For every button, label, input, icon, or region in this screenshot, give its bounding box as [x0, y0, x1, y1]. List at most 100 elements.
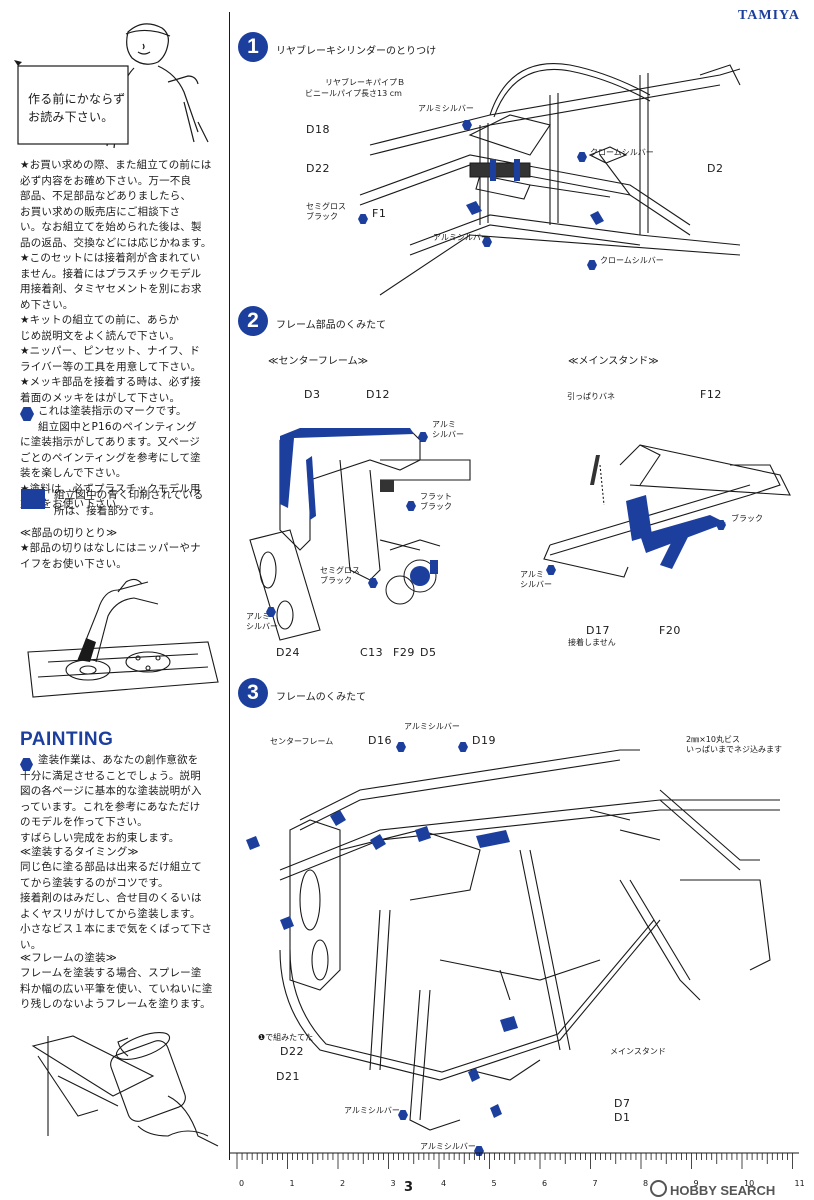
note-line: い。なお組立てを始められた後は、製	[20, 221, 202, 233]
paint-chrome-label-2: クロームシルバー	[600, 256, 664, 265]
part-label-d5: D5	[420, 646, 437, 659]
note-line: ★部品の切りはなしにはニッパーやナ	[20, 542, 201, 554]
screw-label-2: いっぱいまでネジ込みます	[686, 745, 782, 754]
center-frame-caption: ≪センターフレーム≫	[268, 356, 369, 367]
main-stand-caption: ≪メインスタンド≫	[568, 356, 659, 367]
note-line: ★お買い求めの際、また組立ての前には	[20, 159, 212, 171]
no-glue-label: 接着しません	[568, 638, 616, 647]
note-line: フレームを塗装する場合、スプレー塗	[20, 967, 202, 979]
part-label-d24: D24	[276, 646, 300, 659]
measurement-ruler	[229, 1152, 799, 1169]
ruler-number: 9	[693, 1179, 699, 1188]
note-line: 図の各ページに基本的な塗装説明が入	[20, 785, 202, 797]
cutting-text: ★部品の切りはなしにはニッパーやナイフをお使い下さい。	[20, 541, 225, 572]
note-line: 用接着剤、タミヤセメントを別にお求	[20, 283, 202, 295]
note-line: り残しのないようフレームを塗ります。	[20, 998, 211, 1010]
paint-hex-icon	[462, 114, 474, 133]
paint-hex-icon	[546, 559, 558, 578]
paint-hex-icon	[418, 426, 430, 445]
note-line: 接着剤のはみだし、合せ目のくるいは	[20, 892, 202, 904]
brand-logo: TAMIYA	[737, 8, 800, 23]
painting-icon	[20, 755, 35, 774]
note-line: ★メッキ部品を接着する時は、必ず接	[20, 376, 201, 388]
pipe-label-1: リヤブレーキパイプＢ	[325, 78, 405, 87]
center-frame-label: センターフレーム	[270, 737, 334, 746]
paint-black-label: ブラック	[731, 514, 763, 523]
timing-title: ≪塗装するタイミング≫	[20, 846, 139, 858]
note-line: じめ説明文をよく読んで下さい。	[20, 329, 180, 342]
note-line: のモデルを作って下さい。	[20, 816, 148, 828]
note-line: ★ニッパー、ピンセット、ナイフ、ド	[20, 345, 201, 357]
paint-hex-icon	[587, 254, 599, 273]
part-label-d19: D19	[472, 734, 496, 747]
paint-alu-label-3: アルミシルバー	[420, 1142, 476, 1151]
part-label-d22: D22	[306, 162, 330, 175]
paint-flat-black-label: フラットブラック	[420, 492, 452, 511]
paint-hex-icon	[458, 736, 470, 755]
note-line: 着面のメッキをはがして下さい。	[20, 391, 181, 404]
painting-intro: 塗装作業は、あなたの創作意欲を十分に満足させることでしょう。説明図の各ページに基…	[20, 753, 225, 846]
paint-hex-icon	[716, 514, 728, 533]
part-label-d17: D17	[586, 624, 610, 637]
part-label-d16: D16	[368, 734, 392, 747]
paint-alu-label-3: アルミシルバー	[520, 570, 552, 589]
note-line: てから塗装するのがコツです。	[20, 876, 169, 889]
paint-hex-icon	[474, 1140, 486, 1159]
note-line: ★このセットには接着剤が含まれてい	[20, 252, 201, 264]
note-line: ★キットの組立ての前に、あらか	[20, 314, 180, 326]
ruler-number: 7	[592, 1179, 598, 1188]
paint-semigloss-label: セミグロスブラック	[320, 566, 360, 585]
paint-hex-icon	[368, 572, 380, 591]
note-line: 同じ色に塗る部品は出来るだけ組立て	[20, 861, 202, 873]
watermark: HOBBY SEARCH	[650, 1180, 775, 1198]
ruler-number: 0	[239, 1179, 245, 1188]
ruler-number: 3	[390, 1179, 396, 1188]
note-line: ★塗料は、必ずプラスチックモデル用	[20, 482, 201, 495]
note-line: ごとのペインティングを参考にして塗	[20, 451, 201, 464]
note-line: ライバー等の工具を用意して下さい。	[20, 360, 202, 373]
note-line: 塗料をお使い下さい。	[20, 498, 127, 510]
note-line: っています。これを参考にあなただけ	[20, 800, 201, 813]
note-line: に塗装指示がしてあります。又ページ	[20, 436, 201, 448]
note-line: 必ず内容をお確め下さい。万一不良	[20, 174, 192, 187]
note-line: 品の返品、交換などには応じかねます。	[20, 236, 212, 249]
watermark-logo-icon	[650, 1180, 667, 1197]
note-line: これは塗装指示のマークです。	[38, 405, 187, 417]
glue-note: 組立図中の青く印刷されている所は、接着部分です。	[54, 488, 224, 519]
note-line: よくヤスリがけしてから塗装します。	[20, 907, 201, 920]
step-title: フレームのくみたて	[276, 692, 367, 703]
paint-chrome-label: クロームシルバー	[590, 148, 654, 157]
sign-line-1: 作る前にかならず	[28, 92, 126, 106]
note-line: い。	[20, 938, 42, 951]
pipe-label-2: ビニールパイプ長さ13 cm	[305, 89, 402, 98]
ruler-number: 4	[441, 1179, 447, 1188]
nippers-illustration	[27, 578, 219, 698]
part-label-f1: F1	[372, 207, 387, 220]
note-line: 十分に満足させることでしょう。説明	[20, 769, 201, 782]
frame-assembly-diagram	[246, 749, 780, 1131]
paint-hex-icon	[577, 146, 589, 165]
step-number-badge: 3	[238, 678, 268, 708]
step-number-badge: 1	[238, 32, 268, 62]
ruler-number: 2	[340, 1179, 346, 1188]
paint-mark-icon	[20, 405, 36, 424]
ruler-number: 5	[491, 1179, 497, 1188]
frame-paint-text: フレームを塗装する場合、スプレー塗料か幅の広い平筆を使い、ていねいに塗り残しのな…	[20, 966, 225, 1013]
ruler-number: 6	[542, 1179, 548, 1188]
painting-title: PAINTING	[20, 729, 114, 750]
paint-hex-icon	[398, 1104, 410, 1123]
note-line: 塗装作業は、あなたの創作意欲を	[38, 754, 199, 766]
glue-swatch	[21, 489, 45, 509]
part-label-f20: F20	[659, 624, 681, 637]
note-line: 所は、接着部分です。	[54, 504, 160, 517]
step-title: リヤブレーキシリンダーのとりつけ	[276, 46, 437, 57]
paint-mark-note: これは塗装指示のマークです。組立図中とP16のペインティングに塗装指示がしてあり…	[20, 404, 225, 513]
main-stand-diagram	[543, 444, 791, 578]
column-divider	[229, 12, 230, 1160]
spray-painting-illustration	[31, 1032, 219, 1147]
paint-hex-icon	[266, 601, 278, 620]
step-number-badge: 2	[238, 306, 268, 336]
paint-semigloss-label: セミグロスブラック	[306, 202, 346, 221]
step-title: フレーム部品のくみたて	[276, 320, 387, 331]
note-line: ません。接着にはプラスチックモデル	[20, 267, 202, 280]
